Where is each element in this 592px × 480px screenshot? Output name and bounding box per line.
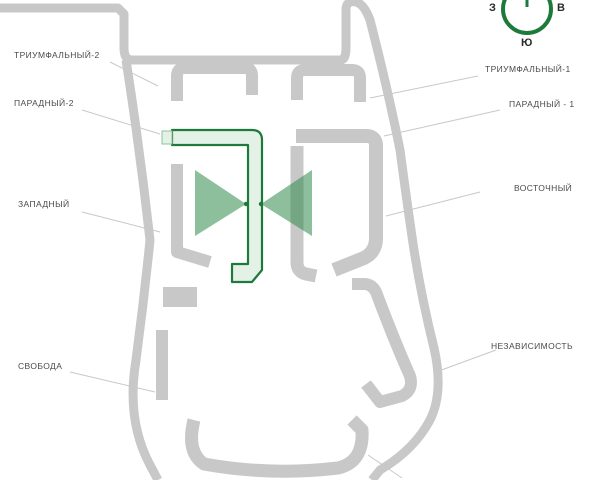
site-boundary-west (121, 59, 162, 480)
building-vostochny-inner (290, 146, 318, 283)
compass-west: З (489, 2, 496, 14)
label-zapadny: ЗАПАДНЫЙ (18, 198, 70, 209)
view-direction-icon (195, 170, 312, 236)
compass-east: В (557, 2, 565, 14)
building-vostochny-outer (296, 129, 383, 277)
label-svoboda: СВОБОДА (18, 361, 62, 371)
building-nezavisimost (352, 278, 417, 408)
label-nezavisimost: НЕЗАВИСИМОСТЬ (491, 341, 573, 351)
building-zapadny (171, 164, 212, 268)
building-highlighted-annex (161, 130, 173, 145)
building-triumfalny-2 (171, 62, 258, 101)
building-small-block (163, 287, 197, 307)
label-paradny-2: ПАРАДНЫЙ-2 (14, 97, 74, 108)
viewpoint-dot (258, 201, 264, 207)
viewpoint-dot (243, 201, 249, 207)
building-highlighted[interactable] (170, 128, 264, 284)
label-triumfalny-1: ТРИУМФАЛЬНЫЙ-1 (485, 63, 571, 74)
leader-lines (69, 61, 501, 479)
site-boundary (0, 0, 443, 480)
label-vostochny: ВОСТОЧНЫЙ (514, 182, 572, 193)
label-paradny-1: ПАРАДНЫЙ - 1 (509, 98, 574, 109)
building-triumfalny-1 (291, 64, 366, 102)
building-south (185, 415, 369, 478)
label-triumfalny-2: ТРИУМФАЛЬНЫЙ-2 (14, 49, 100, 60)
compass-south: Ю (521, 37, 532, 49)
compass-north-icon (501, 0, 553, 35)
